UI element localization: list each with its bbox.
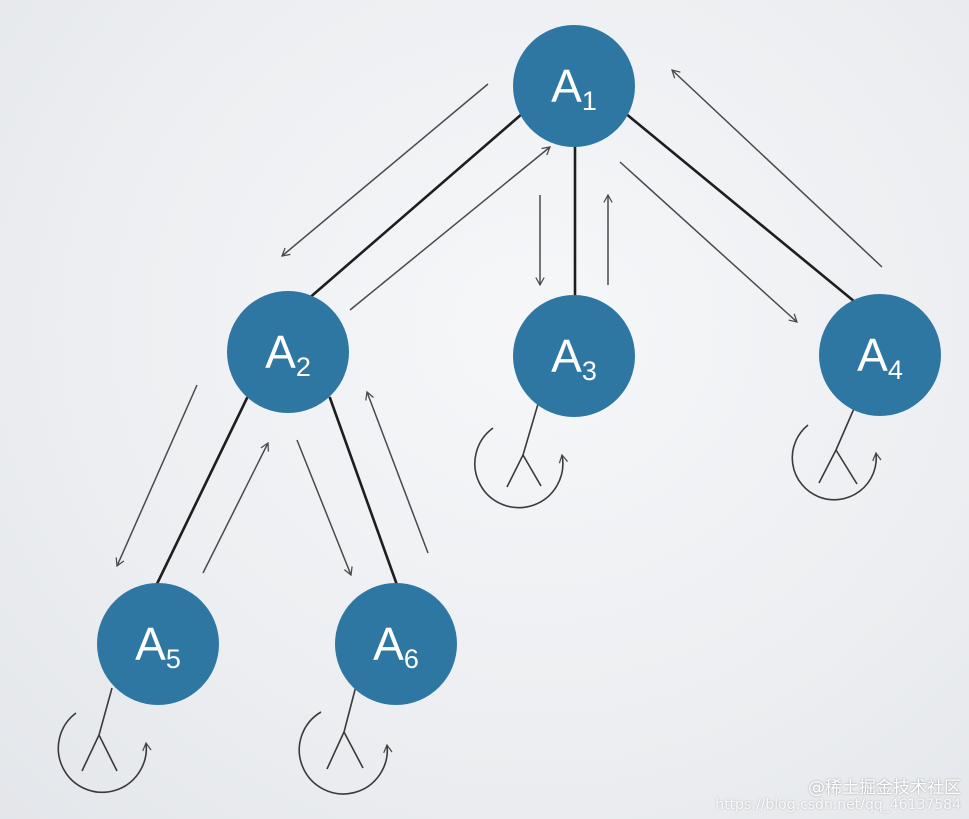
tree-edges — [153, 111, 857, 590]
self-loop-a4 — [791, 403, 882, 501]
self-loops — [57, 403, 882, 795]
node-a1-subscript: 1 — [582, 86, 597, 116]
node-a4: A4 — [819, 294, 941, 416]
node-a5-letter: A — [135, 618, 166, 670]
node-a4-letter: A — [857, 329, 888, 381]
svg-text:A4: A4 — [857, 329, 903, 385]
self-loop-a5 — [57, 687, 152, 794]
node-a2-letter: A — [265, 326, 296, 378]
arrow-a1-to-a2 — [281, 83, 489, 257]
edge-a2-a6 — [328, 396, 399, 587]
node-a6-letter: A — [373, 618, 404, 670]
node-a3-letter: A — [551, 330, 582, 382]
tree-nodes: A1 A2 A3 A4 A5 — [97, 25, 941, 705]
node-a4-subscript: 4 — [888, 355, 903, 385]
node-a3: A3 — [513, 295, 635, 417]
arrow-a5-to-a2 — [202, 441, 269, 574]
arrow-a1-to-a4 — [619, 161, 798, 323]
watermark-brand: @稀土掘金技术社区 — [808, 777, 961, 798]
node-a1-letter: A — [551, 60, 582, 112]
svg-text:A6: A6 — [373, 618, 419, 674]
node-a6-subscript: 6 — [404, 644, 419, 674]
node-a2: A2 — [227, 291, 349, 413]
node-a2-subscript: 2 — [296, 352, 311, 382]
arrow-a2-to-a5 — [115, 384, 198, 568]
node-a1: A1 — [513, 25, 635, 147]
watermark: @稀土掘金技术社区 https://blog.csdn.net/qq_46137… — [715, 779, 961, 813]
node-a6: A6 — [335, 583, 457, 705]
edge-a1-a2 — [305, 111, 525, 302]
arrow-a2-to-a6 — [296, 439, 353, 577]
self-loop-a3 — [474, 403, 569, 509]
arrow-a4-to-a1 — [671, 69, 883, 268]
svg-text:A5: A5 — [135, 618, 181, 674]
watermark-url: https://blog.csdn.net/qq_46137584 — [715, 796, 961, 813]
arrow-a6-to-a2 — [365, 390, 429, 554]
svg-text:A3: A3 — [551, 330, 597, 386]
edge-a2-a5 — [153, 396, 249, 590]
svg-text:A1: A1 — [551, 60, 597, 116]
arrow-a2-to-a1 — [349, 146, 551, 311]
node-a5: A5 — [97, 583, 219, 705]
edge-a1-a4 — [623, 111, 857, 304]
self-loop-a6 — [298, 685, 393, 795]
traversal-arrows — [115, 69, 883, 577]
node-a3-subscript: 3 — [582, 356, 597, 386]
svg-text:A2: A2 — [265, 326, 311, 382]
node-a5-subscript: 5 — [166, 644, 181, 674]
